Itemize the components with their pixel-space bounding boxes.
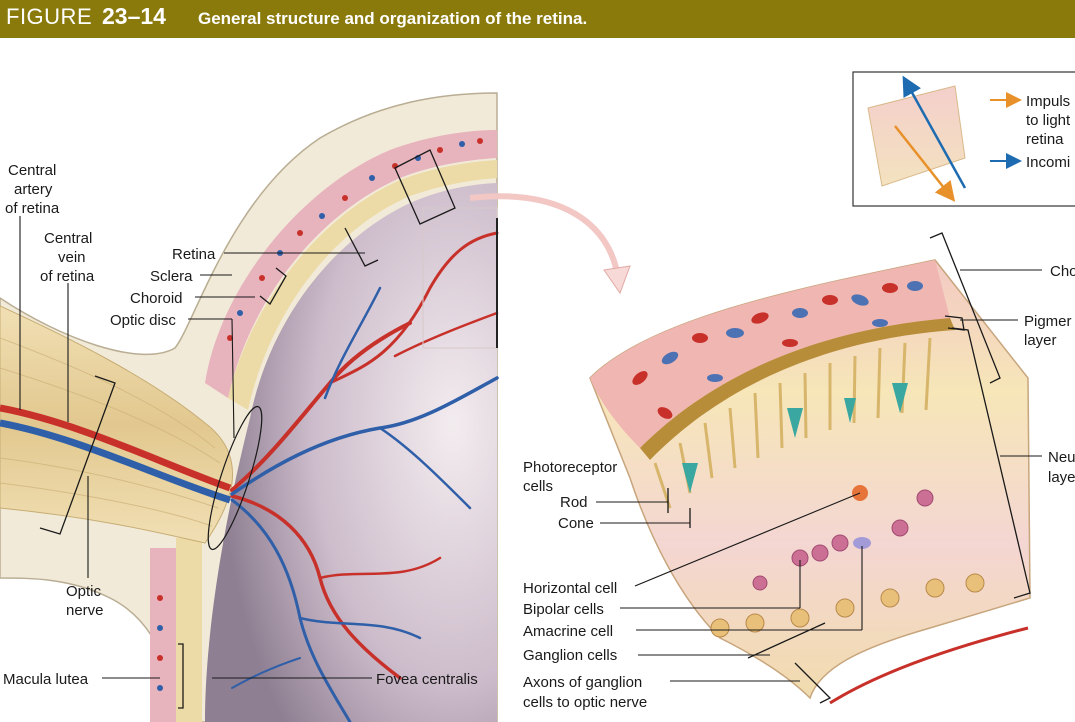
zoom-arrow — [469, 193, 621, 279]
label-central-vein-2: vein — [58, 249, 86, 266]
label-pigmented-2: layer — [1024, 332, 1057, 349]
retina-illustration: Impuls to light retina Incomi — [0, 71, 1075, 722]
labels: Central artery of retina Central vein of… — [3, 162, 1075, 711]
label-axons-2: cells to optic nerve — [523, 694, 647, 711]
label-neural-1: Neu — [1048, 449, 1075, 466]
label-amacrine-cell: Amacrine cell — [523, 623, 613, 640]
inset-incoming: Incomi — [1026, 154, 1070, 171]
label-macula-lutea: Macula lutea — [3, 671, 89, 688]
inset-impulse-2: to light — [1026, 112, 1071, 129]
label-central-vein-1: Central — [44, 230, 92, 247]
legend-inset: Impuls to light retina Incomi — [852, 71, 1075, 207]
label-rod: Rod — [560, 494, 588, 511]
retina-block — [589, 259, 1031, 705]
label-optic-disc: Optic disc — [110, 312, 176, 329]
label-axons-1: Axons of ganglion — [523, 674, 642, 691]
left-leaders — [19, 149, 456, 709]
figure-label: FIGURE — [6, 4, 93, 29]
impulse-arrow — [894, 125, 956, 202]
label-photoreceptor-2: cells — [523, 478, 553, 495]
label-fovea-centralis: Fovea centralis — [376, 671, 478, 688]
label-choroid: Choroid — [130, 290, 183, 307]
label-central-artery-1: Central — [8, 162, 56, 179]
label-retina: Retina — [172, 246, 216, 263]
label-ganglion-cells: Ganglion cells — [523, 647, 617, 664]
label-choroid-right: Cho — [1050, 263, 1075, 280]
label-neural-2: laye — [1048, 469, 1075, 486]
label-central-artery-3: of retina — [5, 200, 60, 217]
label-photoreceptor-1: Photoreceptor — [523, 459, 617, 476]
eye-section — [0, 92, 499, 722]
label-pigmented-1: Pigmer — [1024, 313, 1072, 330]
figure-number: 23–14 — [102, 3, 166, 29]
figure-title: General structure and organization of th… — [198, 9, 588, 28]
label-horizontal-cell: Horizontal cell — [523, 580, 617, 597]
right-leaders — [596, 232, 1042, 704]
label-cone: Cone — [558, 515, 594, 532]
label-optic-nerve-2: nerve — [66, 602, 104, 619]
label-central-artery-2: artery — [14, 181, 53, 198]
inset-impulse-3: retina — [1026, 131, 1064, 148]
inset-impulse-1: Impuls — [1026, 93, 1070, 110]
label-optic-nerve-1: Optic — [66, 583, 102, 600]
label-central-vein-3: of retina — [40, 268, 95, 285]
label-bipolar-cells: Bipolar cells — [523, 601, 604, 618]
incoming-arrow — [902, 75, 967, 189]
figure-header: FIGURE 23–14 General structure and organ… — [0, 0, 1075, 38]
label-sclera: Sclera — [150, 268, 193, 285]
